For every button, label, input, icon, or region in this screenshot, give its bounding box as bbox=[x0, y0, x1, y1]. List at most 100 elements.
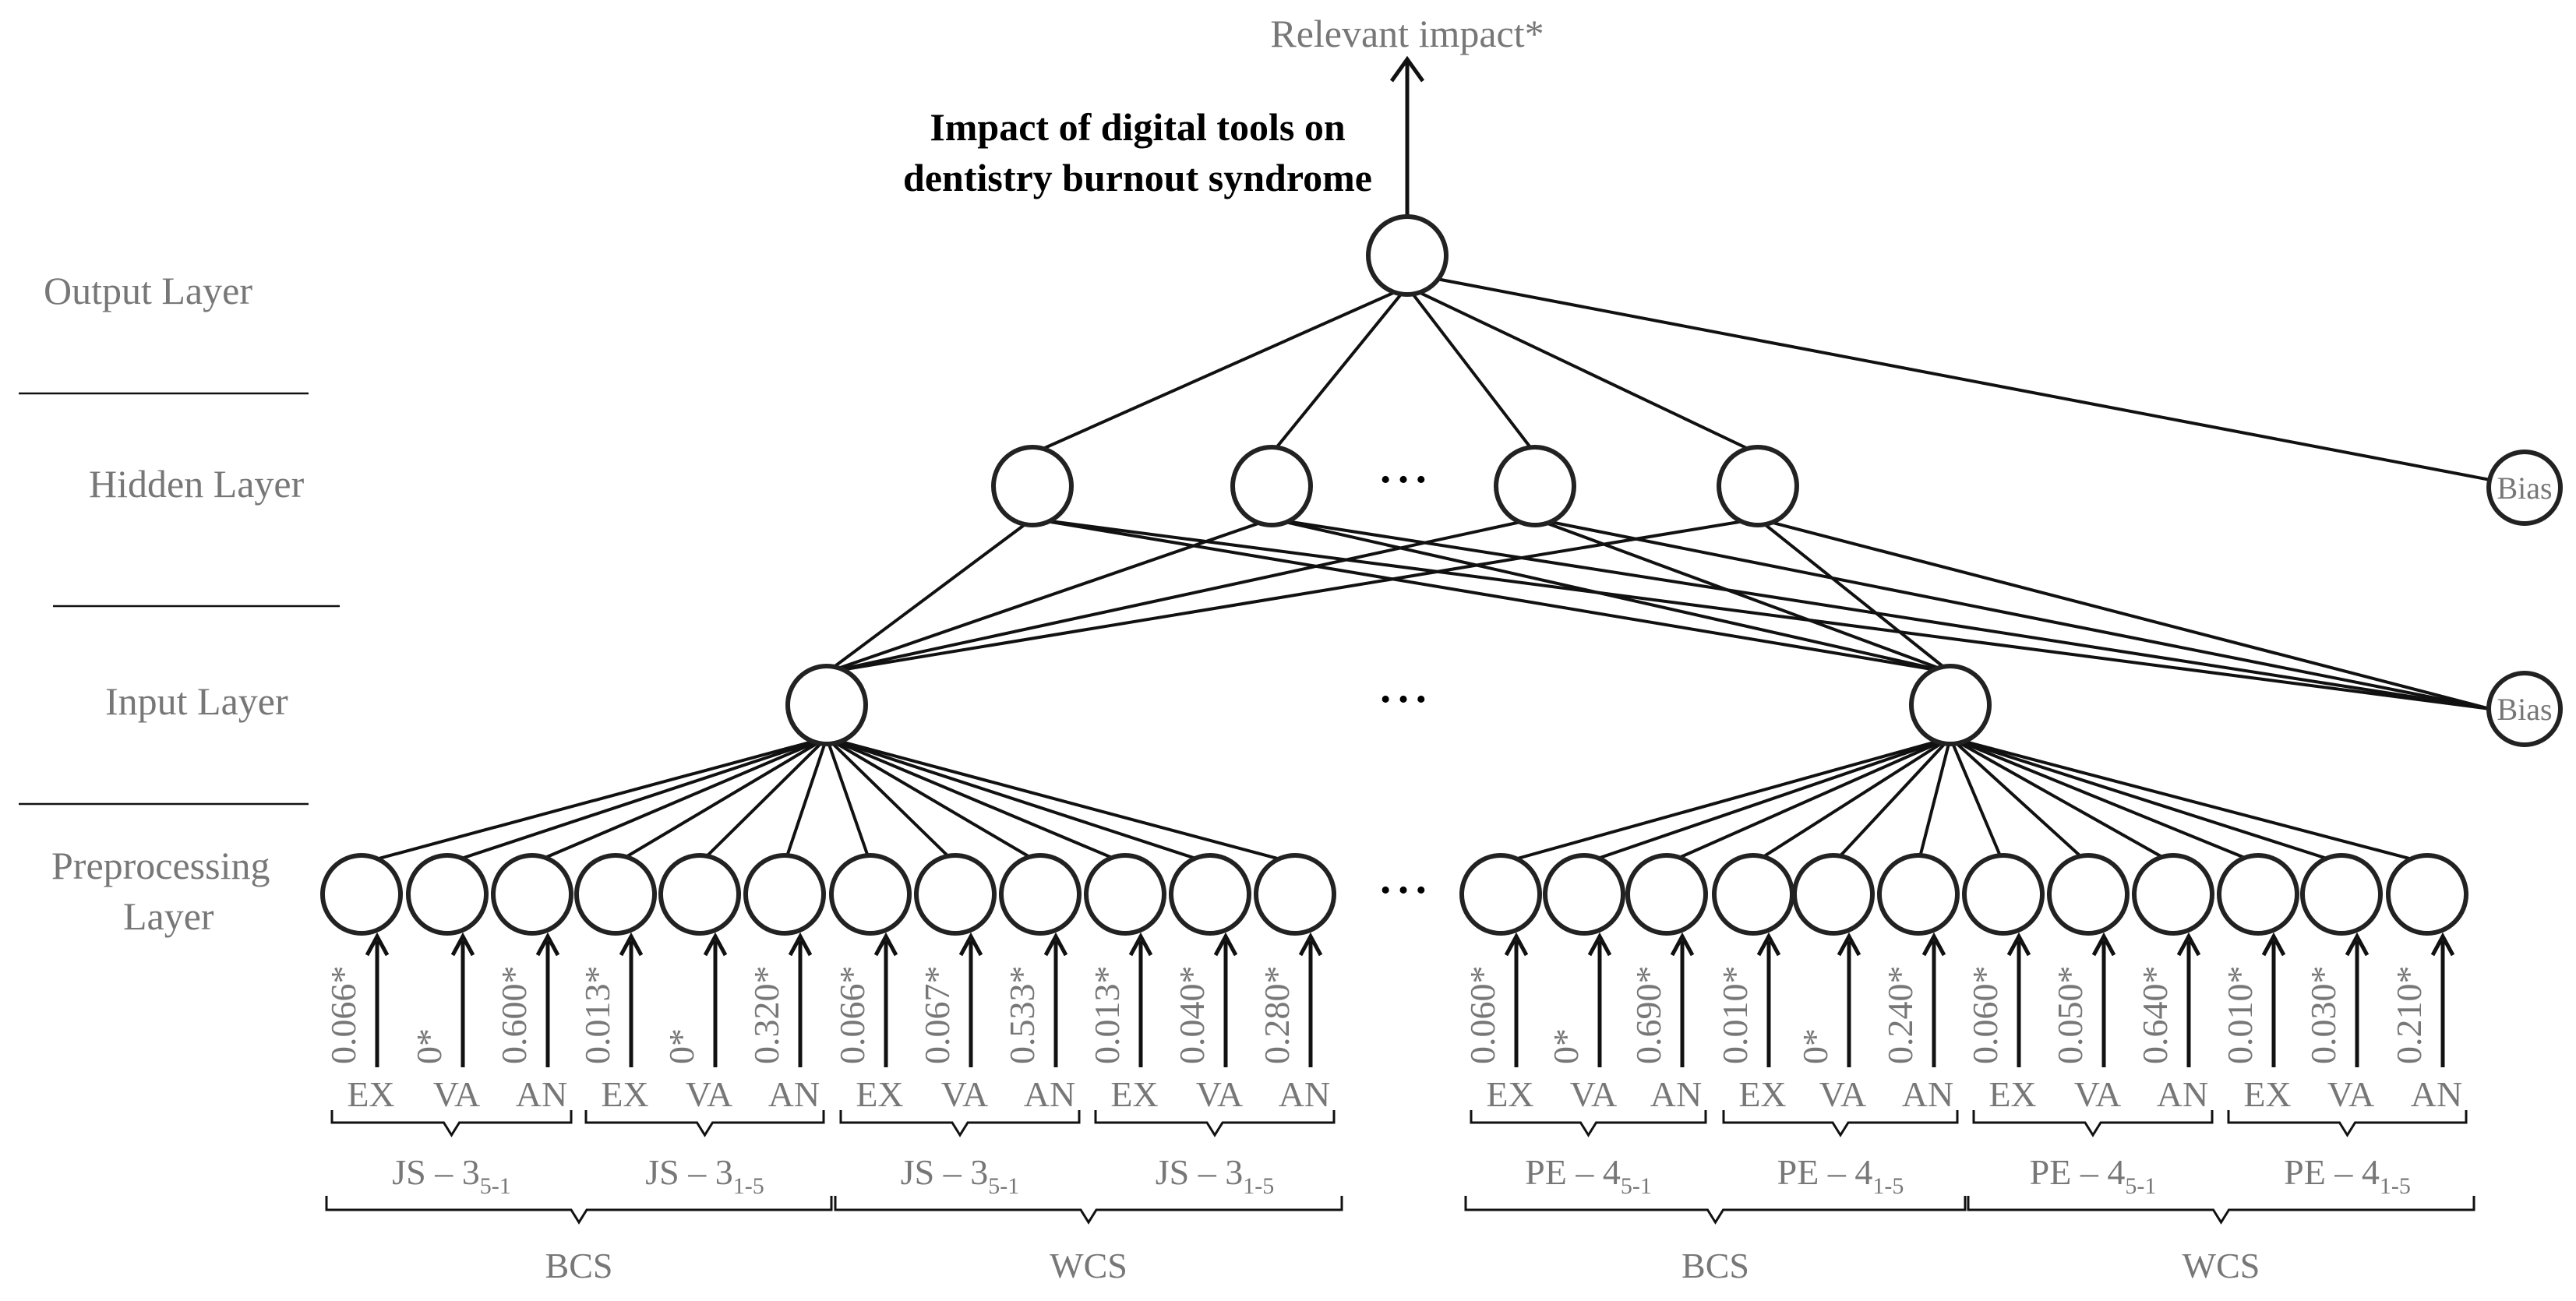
weight-arrowhead bbox=[2430, 932, 2455, 957]
preprocessing-node bbox=[2217, 853, 2299, 936]
preprocessing-node bbox=[1962, 853, 2045, 936]
preprocessing-node bbox=[743, 853, 826, 936]
indicator-code-label: VA bbox=[1819, 1074, 1867, 1114]
subgroup-subscript: 1-5 bbox=[1243, 1173, 1274, 1199]
connection-line bbox=[1534, 517, 2491, 710]
output-arrowhead bbox=[1389, 55, 1425, 83]
connection-line bbox=[1950, 736, 2428, 865]
connection-line bbox=[1032, 517, 2491, 710]
connection-line bbox=[1950, 736, 2342, 865]
preprocessing-group: 0.066*EX0*VA0.600*AN0.013*EX0*VA0.320*AN… bbox=[320, 853, 2475, 1285]
hidden-node bbox=[1494, 445, 1576, 527]
input-node bbox=[785, 664, 868, 746]
weight-arrowhead bbox=[873, 932, 898, 957]
connection-line bbox=[1756, 517, 1952, 674]
weight-arrowhead bbox=[619, 932, 644, 957]
subgroup-subscript: 1-5 bbox=[2380, 1173, 2411, 1199]
indicator-code-label: AN bbox=[768, 1074, 820, 1114]
subgroup-label: PE – 45-1 bbox=[2030, 1152, 2157, 1199]
indicator-code-label: AN bbox=[516, 1074, 567, 1114]
weight-label: 0.060* bbox=[1965, 966, 2005, 1065]
bias-label-hidden: Bias bbox=[2497, 471, 2552, 506]
grouping-brace bbox=[1722, 1110, 1959, 1137]
weight-arrowhead bbox=[703, 932, 728, 957]
weight-label: 0.013* bbox=[577, 966, 617, 1065]
preprocessing-node bbox=[999, 853, 1082, 936]
weight-label: 0.690* bbox=[1629, 966, 1668, 1065]
preprocessing-node bbox=[1459, 853, 1542, 936]
connection-line bbox=[361, 736, 827, 865]
connection-line bbox=[1949, 737, 2005, 864]
weight-arrowhead bbox=[1837, 932, 1861, 957]
weight-label: 0.030* bbox=[2303, 966, 2343, 1065]
preprocessing-node bbox=[658, 853, 741, 936]
grouping-brace bbox=[1464, 1196, 1967, 1225]
bias-node-hidden bbox=[2486, 450, 2563, 526]
connection-line bbox=[1666, 736, 1951, 865]
connection-line bbox=[826, 736, 1296, 865]
indicator-code-label: EX bbox=[601, 1074, 648, 1114]
connection-line bbox=[825, 517, 1034, 674]
preprocessing-node bbox=[2386, 853, 2468, 936]
weight-arrowhead bbox=[535, 932, 560, 957]
weight-arrowhead bbox=[365, 932, 390, 957]
weight-label: 0.066* bbox=[323, 966, 363, 1065]
connection-line bbox=[1757, 517, 2491, 710]
indicator-code-label: VA bbox=[1196, 1074, 1244, 1114]
weight-arrowhead bbox=[1670, 932, 1695, 957]
weight-label: 0* bbox=[1546, 1028, 1586, 1064]
weight-arrowhead bbox=[2261, 932, 2286, 957]
indicator-code-label: EX bbox=[1486, 1074, 1533, 1114]
connection-line bbox=[826, 517, 1272, 674]
connection-line bbox=[826, 736, 1211, 865]
connection-edges bbox=[361, 277, 2491, 865]
weight-arrowhead bbox=[1756, 932, 1781, 957]
subgroup-subscript: 5-1 bbox=[988, 1173, 1019, 1199]
connection-line bbox=[1534, 517, 1951, 674]
weight-label: 0.280* bbox=[1257, 966, 1297, 1065]
connection-line bbox=[826, 517, 1536, 674]
connection-line bbox=[446, 736, 827, 865]
grouping-brace bbox=[2227, 1110, 2468, 1137]
output-node bbox=[1366, 214, 1449, 297]
weight-arrowhead bbox=[1213, 932, 1238, 957]
group-label: WCS bbox=[2183, 1246, 2260, 1285]
weight-arrowhead bbox=[1504, 932, 1529, 957]
weight-arrowhead bbox=[450, 932, 475, 957]
connection-line bbox=[1950, 736, 2174, 865]
subgroup-label: JS – 31-5 bbox=[645, 1152, 764, 1199]
connection-line bbox=[1032, 285, 1408, 455]
weight-label: 0* bbox=[409, 1028, 449, 1064]
indicator-code-label: VA bbox=[941, 1074, 989, 1114]
preprocessing-node bbox=[2300, 853, 2383, 936]
subgroup-label: JS – 35-1 bbox=[392, 1152, 510, 1199]
connection-line bbox=[1436, 277, 2491, 481]
preprocessing-node bbox=[1877, 853, 1960, 936]
indicator-code-label: AN bbox=[1279, 1074, 1330, 1114]
layer-label-output: Output Layer bbox=[44, 269, 252, 312]
grouping-brace bbox=[839, 1110, 1081, 1137]
hidden-ellipsis: • • • bbox=[1381, 464, 1427, 496]
weight-label: 0.010* bbox=[1715, 966, 1755, 1065]
hidden-node bbox=[1717, 445, 1799, 527]
input-ellipsis: • • • bbox=[1381, 683, 1427, 716]
layer-label-preprocessing-line2: Layer bbox=[123, 894, 214, 938]
preprocessing-node bbox=[1712, 853, 1794, 936]
grouping-brace bbox=[1967, 1196, 2475, 1225]
weight-label: 0.640* bbox=[2135, 966, 2175, 1065]
indicator-code-label: VA bbox=[2327, 1074, 2375, 1114]
indicator-code-label: EX bbox=[856, 1074, 903, 1114]
grouping-brace bbox=[584, 1110, 825, 1137]
weight-arrowhead bbox=[1298, 932, 1323, 957]
output-title-line1: Impact of digital tools on bbox=[930, 105, 1346, 149]
weight-label: 0.320* bbox=[746, 966, 786, 1065]
indicator-code-label: AN bbox=[1902, 1074, 1953, 1114]
layer-label-input: Input Layer bbox=[105, 679, 288, 723]
weight-label: 0.010* bbox=[2220, 966, 2260, 1065]
indicator-code-label: AN bbox=[1024, 1074, 1075, 1114]
indicator-code-label: VA bbox=[686, 1074, 733, 1114]
connection-line bbox=[783, 737, 828, 864]
connection-line bbox=[1752, 736, 1952, 865]
grouping-brace bbox=[330, 1110, 573, 1137]
